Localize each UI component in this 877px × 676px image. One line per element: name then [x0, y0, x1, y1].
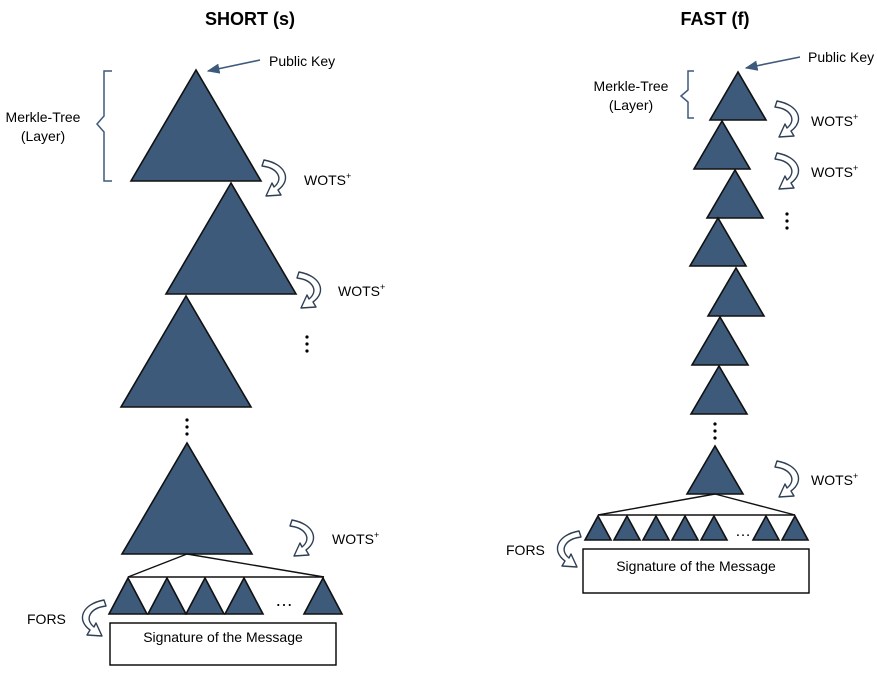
fast-merkle-tree-1 [708, 70, 768, 121]
fast-signature-box [582, 548, 810, 594]
fast-merkle-tree-3 [705, 168, 765, 219]
fast-fors-tree-1 [583, 514, 613, 541]
short-merkle-label-line1: Merkle-Tree [6, 109, 81, 125]
fast-fors-tree-2 [612, 514, 642, 541]
fast-variant: FAST (f) Public Key Merkle-Tree (Layer) … [506, 9, 874, 594]
short-fors-arrow [81, 599, 107, 637]
fast-fors-arrow [556, 530, 582, 568]
short-public-key-pointer [206, 59, 261, 74]
fast-public-key-label: Public Key [808, 49, 874, 65]
fast-wots-label-3: WOTS+ [811, 471, 858, 488]
fast-wots-label-2: WOTS+ [811, 163, 858, 180]
fast-merkle-tree-6 [690, 315, 750, 366]
fast-fors-label: FORS [506, 542, 545, 558]
fast-public-key-pointer [744, 56, 801, 71]
short-signature-box [109, 622, 337, 666]
short-merkle-bracket [96, 70, 112, 182]
short-vertical-ellipsis-1 [305, 335, 309, 353]
short-wots-arrow-1 [261, 159, 287, 197]
short-wots-arrow-3 [289, 519, 315, 557]
short-fors-tree-last [302, 576, 344, 615]
fast-wots-arrow-2 [774, 152, 800, 190]
short-variant: SHORT (s) Public Key Merkle-Tree (Layer)… [6, 9, 385, 666]
fast-fors-tree-3 [641, 514, 671, 541]
fast-wots-label-1: WOTS+ [811, 112, 858, 129]
short-merkle-tree-1 [129, 68, 263, 182]
short-wots-arrow-2 [296, 271, 322, 309]
short-fors-ellipsis: … [275, 590, 293, 610]
short-wots-label-1: WOTS+ [304, 171, 351, 188]
fast-fors-connector [597, 493, 796, 516]
fast-merkle-tree-7 [689, 364, 749, 415]
fast-merkle-bracket [679, 70, 694, 119]
fast-merkle-tree-4 [688, 216, 748, 267]
short-signature-label: Signature of the Message [143, 629, 303, 645]
short-fors-tree-1 [107, 576, 149, 615]
short-public-key-label: Public Key [269, 53, 335, 69]
short-fors-tree-4 [223, 576, 265, 615]
fast-merkle-tree-2 [692, 119, 752, 170]
short-merkle-tree-3 [119, 294, 253, 408]
fast-fors-ellipsis: … [735, 523, 751, 540]
short-merkle-tree-4 [120, 441, 254, 555]
fast-merkle-tree-5 [706, 266, 766, 317]
fast-vertical-ellipsis-1 [785, 212, 789, 230]
short-wots-label-2: WOTS+ [338, 282, 385, 299]
fast-merkle-tree-8 [685, 444, 745, 495]
fast-fors-tree-6 [751, 514, 781, 541]
fast-fors-tree-4 [670, 514, 700, 541]
fast-fors-tree-last [780, 514, 810, 541]
fast-title: FAST (f) [681, 9, 750, 29]
short-vertical-ellipsis-2 [185, 418, 189, 436]
fast-vertical-ellipsis-2 [713, 422, 717, 440]
short-fors-label: FORS [27, 611, 66, 627]
short-fors-connector [127, 553, 325, 578]
short-wots-label-3: WOTS+ [332, 530, 379, 547]
short-fors-tree-3 [184, 576, 226, 615]
short-title: SHORT (s) [205, 9, 295, 29]
short-merkle-label-line2: (Layer) [21, 128, 65, 144]
fast-fors-tree-5 [699, 514, 729, 541]
fast-merkle-label-line1: Merkle-Tree [594, 78, 669, 94]
fast-signature-label: Signature of the Message [616, 558, 776, 574]
fast-merkle-label-line2: (Layer) [609, 97, 653, 113]
short-merkle-tree-2 [164, 181, 298, 295]
fast-wots-arrow-3 [774, 460, 800, 498]
fast-wots-arrow-1 [774, 100, 800, 138]
short-fors-tree-2 [146, 576, 188, 615]
